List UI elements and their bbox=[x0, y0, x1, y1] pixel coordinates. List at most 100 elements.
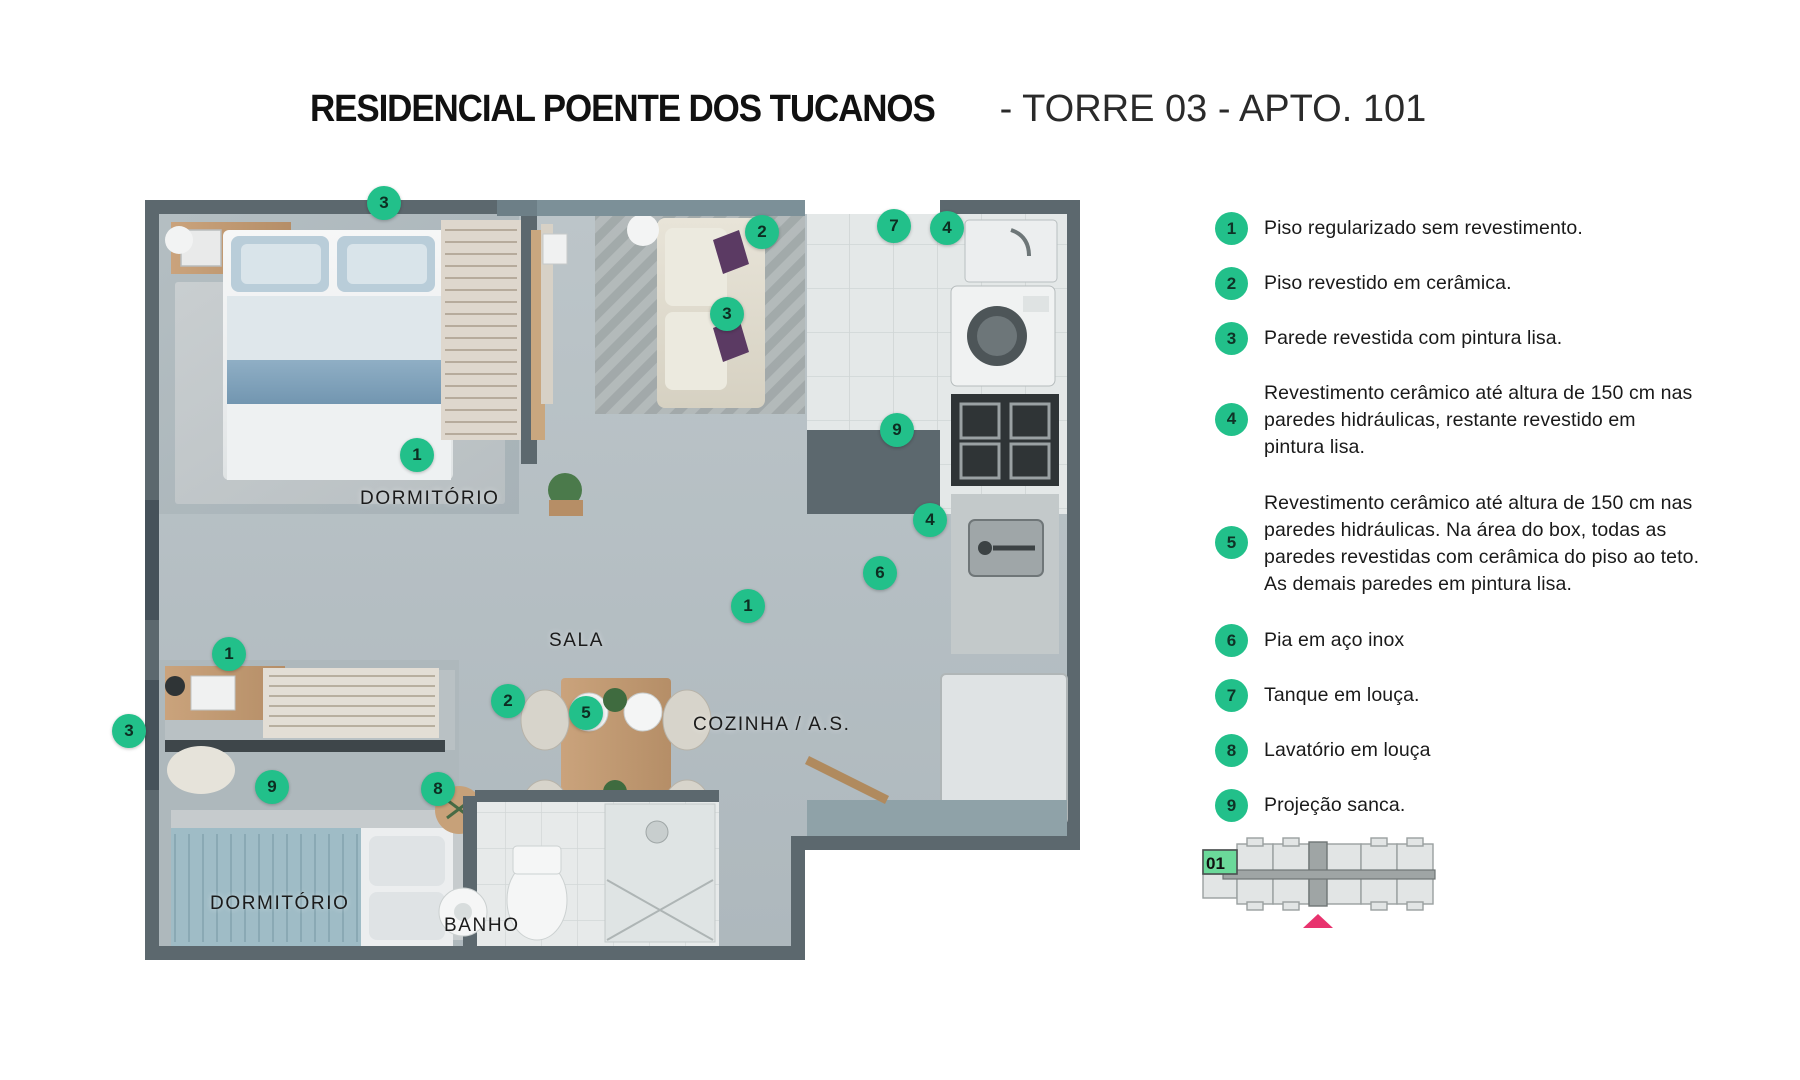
wardrobe-slats bbox=[445, 229, 517, 435]
plan-marker-6[interactable]: 6 bbox=[863, 556, 897, 590]
plan-marker-2[interactable]: 2 bbox=[745, 215, 779, 249]
plant-icon bbox=[548, 473, 582, 507]
faucet-icon bbox=[1010, 228, 1031, 257]
legend-badge-8: 8 bbox=[1215, 734, 1248, 767]
wardrobe-1 bbox=[441, 220, 521, 440]
tv-panel bbox=[542, 233, 568, 265]
washer-panel bbox=[1023, 296, 1049, 312]
legend-badge-5: 5 bbox=[1215, 526, 1248, 559]
legend-text-5: Revestimento cerâmico até altura de 150 … bbox=[1264, 492, 1700, 595]
tanque bbox=[964, 219, 1058, 283]
legend-text-7: Tanque em louça. bbox=[1264, 684, 1420, 706]
window bbox=[497, 200, 537, 216]
plant-shelf bbox=[549, 500, 583, 516]
room-label-sala: SALA bbox=[549, 630, 604, 651]
lavatory-drain bbox=[454, 903, 472, 921]
plan-marker-4-sink[interactable]: 4 bbox=[913, 503, 947, 537]
plan-marker-5[interactable]: 5 bbox=[569, 696, 603, 730]
legend-badge-9: 9 bbox=[1215, 789, 1248, 822]
sink-drain bbox=[978, 541, 992, 555]
side-table bbox=[627, 214, 659, 246]
pillow bbox=[369, 892, 445, 940]
stove bbox=[951, 394, 1059, 486]
legend-badge-7: 7 bbox=[1215, 679, 1248, 712]
pillow bbox=[241, 244, 321, 284]
legend-item-5[interactable]: 5 Revestimento cerâmico até altura de 15… bbox=[1215, 487, 1725, 598]
legend-text-9: Projeção sanca. bbox=[1264, 794, 1406, 816]
plan-marker-9-dorm2[interactable]: 9 bbox=[255, 770, 289, 804]
shower-head-icon bbox=[645, 820, 669, 844]
throw-pillow bbox=[713, 230, 749, 274]
plan-marker-8[interactable]: 8 bbox=[421, 772, 455, 806]
plan-marker-4-top[interactable]: 4 bbox=[930, 211, 964, 245]
legend-item-6[interactable]: 6 Pia em aço inox bbox=[1215, 624, 1725, 657]
legend-text-3: Parede revestida com pintura lisa. bbox=[1264, 327, 1563, 349]
room-label-dormitorio-2: DORMITÓRIO bbox=[210, 893, 350, 914]
bed-sheet bbox=[227, 296, 451, 360]
legend-badge-6: 6 bbox=[1215, 624, 1248, 657]
legend-badge-3: 3 bbox=[1215, 322, 1248, 355]
room-label-cozinha: COZINHA / A.S. bbox=[693, 714, 851, 735]
wardrobe-2-slats bbox=[269, 675, 435, 727]
bedspread-lines bbox=[174, 834, 358, 942]
legend-badge-2: 2 bbox=[1215, 267, 1248, 300]
floor-plan-graphic bbox=[145, 200, 1080, 960]
legend-text-4: Revestimento cerâmico até altura de 150 … bbox=[1264, 382, 1693, 458]
window-band bbox=[537, 200, 805, 216]
legend-text-1: Piso regularizado sem revestimento. bbox=[1264, 217, 1583, 239]
room-label-banho: BANHO bbox=[444, 915, 520, 936]
highlighted-unit bbox=[1202, 849, 1238, 875]
plan-marker-7[interactable]: 7 bbox=[877, 209, 911, 243]
legend-item-7[interactable]: 7 Tanque em louça. bbox=[1215, 679, 1725, 712]
legend-item-9[interactable]: 9 Projeção sanca. bbox=[1215, 789, 1725, 822]
building-corridor bbox=[1222, 869, 1436, 880]
sofa-cushion bbox=[665, 228, 727, 306]
plan-marker-2-banho[interactable]: 2 bbox=[491, 684, 525, 718]
plan-marker-1-hall[interactable]: 1 bbox=[212, 637, 246, 671]
legend-item-2[interactable]: 2 Piso revestido em cerâmica. bbox=[1215, 267, 1725, 300]
pillow bbox=[369, 836, 445, 886]
wall-shadow bbox=[165, 740, 445, 752]
wall-segment bbox=[807, 430, 940, 514]
legend-list: 1 Piso regularizado sem revestimento. 2 … bbox=[1215, 212, 1725, 844]
toilet-tank bbox=[512, 845, 562, 875]
plan-marker-1-cozinha[interactable]: 1 bbox=[731, 589, 765, 623]
bottom-wall bbox=[145, 946, 805, 960]
orientation-marker-icon bbox=[1303, 914, 1333, 928]
legend-badge-4: 4 bbox=[1215, 402, 1248, 436]
legend-item-3[interactable]: 3 Parede revestida com pintura lisa. bbox=[1215, 322, 1725, 355]
plan-marker-3-left[interactable]: 3 bbox=[112, 714, 146, 748]
floor-plan: DORMITÓRIO SALA COZINHA / A.S. DORMITÓRI… bbox=[112, 186, 1080, 960]
tv-console bbox=[541, 224, 553, 404]
bedroom-1-lamp bbox=[165, 226, 193, 254]
shower-drain-lines bbox=[606, 879, 714, 941]
legend-item-8[interactable]: 8 Lavatório em louça bbox=[1215, 734, 1725, 767]
wardrobe-2 bbox=[263, 668, 439, 738]
room-label-dormitorio-1: DORMITÓRIO bbox=[360, 488, 500, 509]
legend-badge-1: 1 bbox=[1215, 212, 1248, 245]
page-title-strong: RESIDENCIAL POENTE DOS TUCANOS bbox=[310, 88, 936, 130]
building-key-diagram: 01 bbox=[1195, 828, 1465, 928]
page-title-light: - TORRE 03 - APTO. 101 bbox=[989, 88, 1427, 130]
unit-number-label: 01 bbox=[1206, 854, 1225, 873]
plan-marker-3[interactable]: 3 bbox=[367, 186, 401, 220]
legend-item-1[interactable]: 1 Piso regularizado sem revestimento. bbox=[1215, 212, 1725, 245]
legend-text-2: Piso revestido em cerâmica. bbox=[1264, 272, 1512, 294]
legend-text-8: Lavatório em louça bbox=[1264, 739, 1431, 761]
sofa-cushion bbox=[665, 312, 727, 390]
left-window-2 bbox=[145, 680, 159, 790]
page-title: RESIDENCIAL POENTE DOS TUCANOS - TORRE 0… bbox=[310, 88, 1426, 131]
plan-marker-3-sala[interactable]: 3 bbox=[710, 297, 744, 331]
legend-text-6: Pia em aço inox bbox=[1264, 629, 1405, 651]
left-window bbox=[145, 500, 159, 620]
bathroom-wall bbox=[475, 790, 719, 802]
stove-grates bbox=[959, 402, 1051, 480]
plan-marker-1-sala[interactable]: 1 bbox=[400, 438, 434, 472]
bed-throw bbox=[227, 360, 451, 404]
bedroom-2-bedspread bbox=[171, 828, 361, 946]
desk-lamp bbox=[165, 676, 185, 696]
legend-item-4[interactable]: 4 Revestimento cerâmico até altura de 15… bbox=[1215, 377, 1725, 461]
pillow bbox=[347, 244, 427, 284]
plan-marker-9-kitchen[interactable]: 9 bbox=[880, 413, 914, 447]
building-key-graphic: 01 bbox=[1202, 837, 1436, 928]
